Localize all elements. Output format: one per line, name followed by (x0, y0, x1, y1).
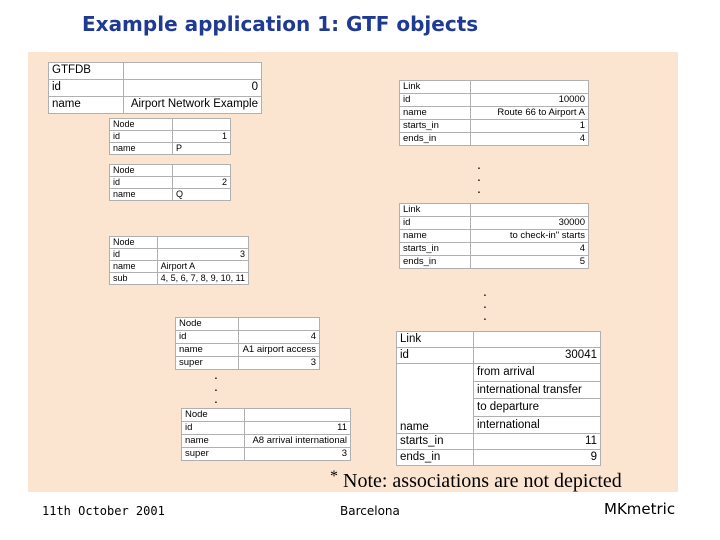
field-value: Route 66 to Airport A (470, 106, 589, 120)
field-value: A1 airport access (238, 343, 320, 357)
field-value-multiline: from arrival international transfer to d… (473, 363, 601, 434)
field-value: 30000 (470, 216, 589, 230)
field-label: name (48, 96, 124, 114)
field-value: 1 (172, 130, 231, 143)
table-header: Node (181, 408, 245, 422)
field-label: name (399, 106, 471, 120)
field-value: 4 (238, 330, 320, 344)
table-header: Link (396, 331, 474, 348)
field-value: 3 (244, 447, 351, 461)
footnote: * Note: associations are not depicted (330, 468, 622, 493)
field-label: name (109, 188, 173, 201)
name-line: from arrival (474, 364, 600, 382)
field-label: name (175, 343, 239, 357)
table-header: Node (109, 118, 173, 131)
field-label: name (399, 229, 471, 243)
field-value: 0 (123, 79, 262, 97)
field-label: id (175, 330, 239, 344)
field-label: name (109, 260, 158, 273)
field-value: 4, 5, 6, 7, 8, 9, 10, 11 (156, 272, 250, 285)
name-line: international transfer (474, 382, 600, 399)
field-value: 3 (156, 248, 250, 261)
field-value: 3 (238, 356, 320, 370)
table-header: Link (399, 203, 471, 217)
field-label: name (109, 142, 173, 155)
table-header: Link (399, 80, 471, 94)
field-label: id (396, 347, 474, 364)
ellipsis-vertical: ... (483, 283, 487, 323)
field-value: A8 arrival international (244, 434, 351, 448)
field-value: 1 (470, 119, 589, 133)
field-value: 4 (470, 132, 589, 146)
field-label: super (175, 356, 239, 370)
ellipsis-vertical: ... (477, 156, 481, 196)
field-label: starts_in (399, 119, 471, 133)
field-value: 4 (470, 242, 589, 256)
field-value: P (172, 142, 231, 155)
footer-place: Barcelona (340, 504, 400, 518)
field-label: name (181, 434, 245, 448)
field-label: id (109, 130, 173, 143)
field-label: id (181, 421, 245, 435)
field-value: to check-in" starts (470, 229, 589, 243)
field-value: 5 (470, 255, 589, 269)
name-line: international (477, 418, 540, 431)
table-header: GTFDB (48, 62, 124, 80)
field-label: id (399, 93, 471, 107)
table-header: Node (175, 317, 239, 331)
slide-title: Example application 1: GTF objects (82, 12, 479, 36)
field-label: ends_in (399, 255, 471, 269)
field-label: sub (109, 272, 158, 285)
field-label: id (48, 79, 124, 97)
field-value: 2 (172, 176, 231, 189)
asterisk-marker: * (330, 468, 338, 485)
field-label: id (109, 248, 158, 261)
field-value: 9 (473, 449, 601, 466)
field-value: 10000 (470, 93, 589, 107)
field-value: Airport Network Example (123, 96, 262, 114)
field-value: 11 (473, 433, 601, 450)
field-value: 11 (244, 421, 351, 435)
table-header: Node (109, 236, 158, 249)
name-line: to departure (474, 399, 600, 417)
ellipsis-vertical: ... (214, 366, 218, 406)
field-label: starts_in (396, 433, 474, 450)
table-header: Node (109, 164, 173, 177)
field-label: starts_in (399, 242, 471, 256)
field-label: name (396, 363, 474, 434)
field-label: super (181, 447, 245, 461)
field-label: ends_in (396, 449, 474, 466)
footnote-text: Note: associations are not depicted (343, 470, 622, 492)
field-label: id (109, 176, 173, 189)
field-value: Airport A (156, 260, 250, 273)
footer-date: 11th October 2001 (42, 504, 165, 518)
field-label: ends_in (399, 132, 471, 146)
field-label: id (399, 216, 471, 230)
field-value: 30041 (473, 347, 601, 364)
field-value: Q (172, 188, 231, 201)
footer-brand: MKmetric (604, 500, 676, 518)
